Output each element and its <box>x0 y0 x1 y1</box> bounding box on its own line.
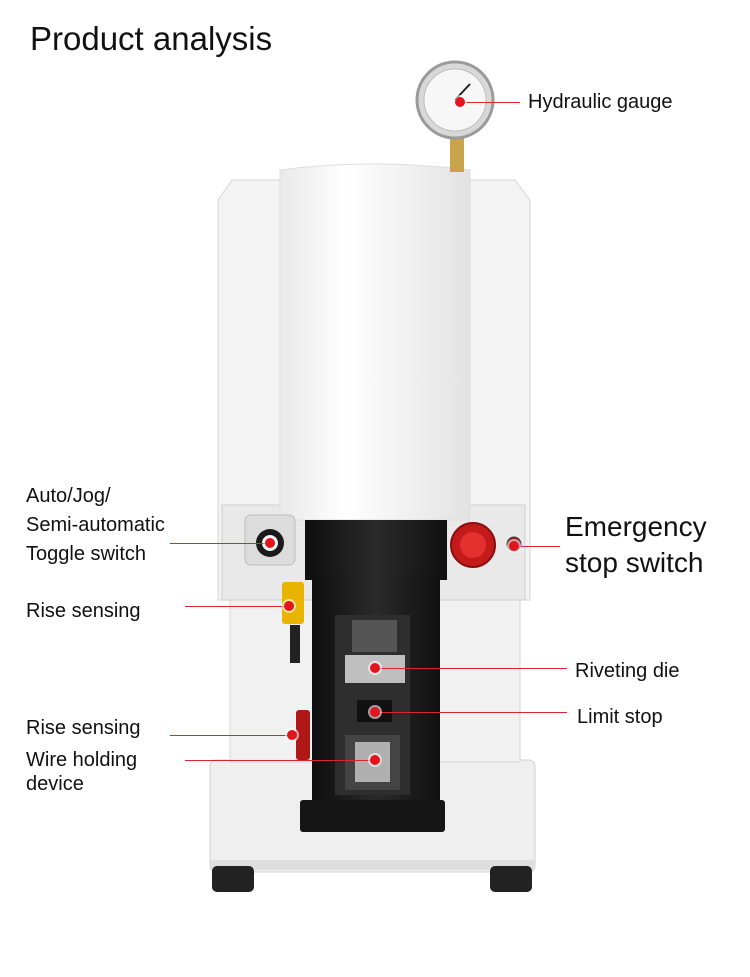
marker-dot <box>370 707 380 717</box>
gauge-icon <box>415 60 495 172</box>
leader-toggle-switch <box>170 543 270 544</box>
marker-dot <box>265 538 275 548</box>
label-rise-sensing-bottom: Rise sensing <box>26 717 141 739</box>
marker-dot <box>370 663 380 673</box>
ram-column <box>300 520 447 832</box>
leader-wire-holding <box>185 760 375 761</box>
marker-dot <box>509 541 519 551</box>
leader-hydraulic-gauge <box>460 102 520 103</box>
marker-dot <box>370 755 380 765</box>
leader-rise-sensing-top <box>185 606 289 607</box>
label-toggle-line2: Semi-automatic <box>26 514 165 536</box>
leader-rise-sensing-bottom <box>170 735 292 736</box>
leader-emergency-stop <box>514 546 560 547</box>
marker-dot <box>284 601 294 611</box>
emergency-stop-icon <box>450 522 522 568</box>
wire-holder-knob-icon <box>296 710 310 760</box>
page-title: Product analysis <box>30 20 273 57</box>
label-hydraulic-gauge: Hydraulic gauge <box>528 91 673 113</box>
label-toggle-line1: Auto/Jog/ <box>26 485 111 507</box>
label-limit-stop: Limit stop <box>577 706 663 728</box>
leader-limit-stop <box>375 712 567 713</box>
label-riveting-die: Riveting die <box>575 660 680 682</box>
leader-riveting-die <box>375 668 567 669</box>
label-toggle-line3: Toggle switch <box>26 543 147 565</box>
label-emergency-line2: stop switch <box>565 547 704 578</box>
label-wire-line1: Wire holding <box>26 749 138 771</box>
label-wire-line2: device <box>26 773 84 795</box>
marker-dot <box>455 97 465 107</box>
label-emergency-line1: Emergency <box>565 511 707 542</box>
cylinder-cover <box>279 163 471 521</box>
marker-dot <box>287 730 297 740</box>
label-rise-sensing-top: Rise sensing <box>26 600 141 622</box>
